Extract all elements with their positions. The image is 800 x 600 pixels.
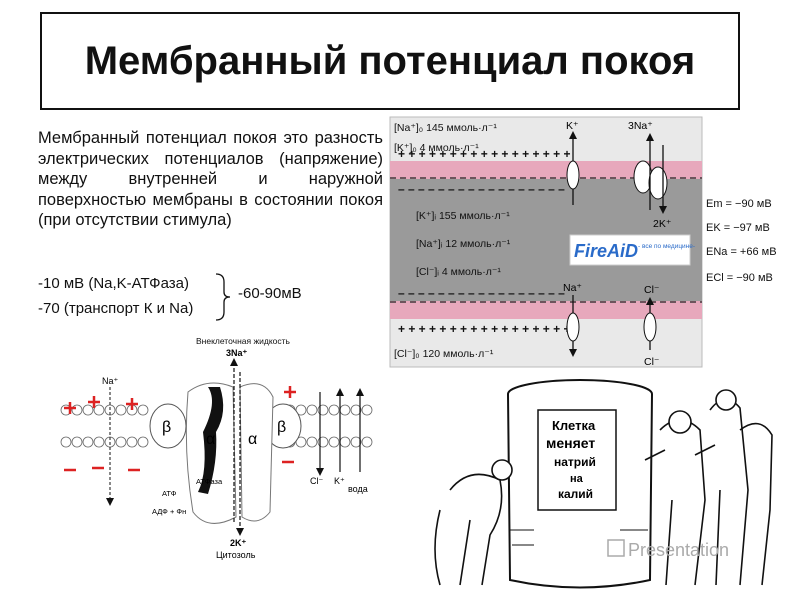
beta-right-label: β: [277, 419, 286, 436]
presentation-watermark: Presentation: [628, 540, 729, 560]
sign-line5: калий: [558, 487, 593, 501]
charge-signs-icon: [64, 386, 296, 472]
atpase-label: АТФаза: [196, 477, 223, 486]
em-value: Em = −90 мВ: [706, 198, 772, 210]
pump-diagram: Внеклеточная жидкость Na⁺ β β α α 3: [60, 336, 373, 560]
advertising-column-icon: [507, 379, 653, 589]
plus-row-top: + + + + + + + + + + + + + + + + +: [398, 147, 570, 161]
na-ion-label: Na⁺: [563, 282, 582, 294]
fireaid-logo: FireAiD: [574, 241, 638, 261]
k-ion-label: K⁺: [566, 120, 579, 132]
alpha-right-label: α: [248, 431, 257, 448]
k2-label: 2K⁺: [653, 218, 672, 230]
title-box: Мембранный потенциал покоя: [40, 12, 740, 110]
k-channel-icon: [566, 131, 580, 205]
pump-k-label: K⁺: [334, 476, 345, 486]
pump-na3-label: 3Na⁺: [226, 348, 248, 358]
fireaid-tagline: - все по медицине-: [638, 243, 695, 250]
membrane-ion-diagram: [Na⁺]₀ 145 ммоль·л⁻¹ [K⁺]₀ 4 ммоль·л⁻¹ +…: [389, 116, 777, 368]
beta-left-label: β: [162, 419, 171, 436]
pump-cl-label: Cl⁻: [310, 476, 323, 486]
item-atpase: -10 мВ (Na,K-АТФаза): [38, 275, 189, 292]
na-channel-icon: [566, 295, 580, 357]
cartoon-illustration: Клетка меняет натрий на калий Presentati…: [434, 379, 773, 589]
definition-text: Мембранный потенциал покоя это разность …: [38, 129, 383, 229]
outside-na-label: [Na⁺]₀ 145 ммоль·л⁻¹: [394, 122, 497, 134]
brace-icon: [215, 273, 231, 321]
cl-channel-icon: [643, 297, 657, 350]
ecl-value: ECl = −90 мВ: [706, 272, 773, 284]
minus-row-top: – – – – – – – – – – – – – – – – –: [398, 182, 565, 196]
sign-line3: натрий: [554, 455, 596, 469]
cl-ion-bottom-label: Cl⁻: [644, 356, 660, 368]
inside-na-label: [Na⁺]ᵢ 12 ммоль·л⁻¹: [416, 238, 511, 250]
outside-cl-label: [Cl⁻]₀ 120 ммоль·л⁻¹: [394, 348, 494, 360]
presentation-icon: [607, 539, 625, 557]
atp-label: АТФ: [162, 489, 177, 498]
item-transport: -70 (транспорт К и Na): [38, 300, 194, 317]
inside-k-label: [K⁺]ᵢ 155 ммоль·л⁻¹: [416, 210, 510, 222]
ena-value: ENa = +66 мВ: [706, 246, 777, 258]
na-k-pump-icon: [633, 133, 668, 214]
ek-value: EK = −97 мВ: [706, 222, 770, 234]
adp-label: АДФ + Фн: [152, 507, 186, 516]
sign-line2: меняет: [546, 435, 595, 451]
alpha-left-label: α: [206, 431, 215, 448]
extracellular-label: Внеклеточная жидкость: [196, 336, 291, 346]
people-sketch-icon: [434, 389, 773, 586]
pump-k2-label: 2K⁺: [230, 538, 247, 548]
sign-line1: Клетка: [552, 418, 596, 433]
minus-row-bottom: – – – – – – – – – – – – – – – – –: [398, 286, 565, 300]
pump-na-label: Na⁺: [102, 376, 119, 386]
plus-row-bottom: + + + + + + + + + + + + + + + + +: [398, 322, 570, 336]
outside-k-label: [K⁺]₀ 4 ммоль·л⁻¹: [394, 142, 479, 154]
sign-line4: на: [570, 473, 584, 485]
cl-ion-top-label: Cl⁻: [644, 284, 660, 296]
inside-cl-label: [Cl⁻]ᵢ 4 ммоль·л⁻¹: [416, 266, 501, 278]
range-value: -60-90мВ: [238, 285, 302, 302]
na3-label: 3Na⁺: [628, 120, 653, 132]
pump-water-label: вода: [348, 484, 368, 494]
slide-title: Мембранный потенциал покоя: [84, 38, 696, 83]
cytosol-label: Цитозоль: [216, 550, 256, 560]
